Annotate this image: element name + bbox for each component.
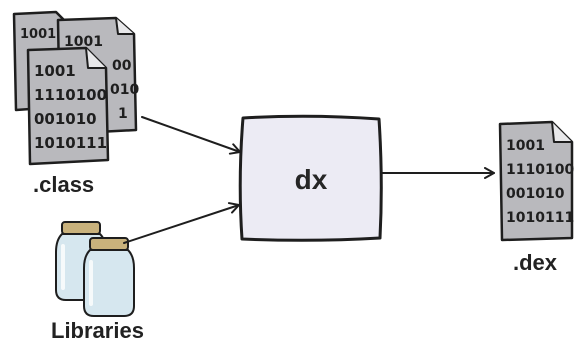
arrow-libraries-to-dx	[123, 202, 240, 244]
dex-line-3: 1010111	[506, 210, 574, 226]
class-line-0: 1001	[34, 62, 76, 80]
class-back2-line-1: 00	[112, 58, 132, 74]
class-back2-line-3: 1	[118, 106, 128, 122]
class-back2-line-2: 010	[110, 82, 139, 98]
class-back1-line-0: 1001	[20, 27, 56, 42]
dex-line-2: 001010	[506, 186, 565, 202]
dx-tool-box: dx	[238, 114, 383, 242]
libraries-label: Libraries	[51, 318, 144, 343]
library-jar-front	[83, 237, 135, 317]
class-line-2: 001010	[34, 110, 97, 128]
arrow-class-to-dx	[141, 116, 241, 155]
class-line-3: 1010111	[34, 134, 107, 152]
class-files-icon: 1001 1001 00 010 1 1001 1110100 001010 1…	[12, 10, 139, 166]
class-line-1: 1110100	[34, 86, 107, 104]
class-back2-line-0: 1001	[64, 34, 103, 50]
dex-label: .dex	[513, 250, 558, 275]
dex-line-0: 1001	[506, 138, 545, 154]
dx-label: dx	[295, 164, 328, 195]
class-label: .class	[33, 172, 95, 197]
dex-file-icon: 1001 1110100 001010 1010111	[498, 120, 574, 242]
class-file-front: 1001 1110100 001010 1010111	[26, 46, 110, 166]
libraries-icon	[55, 221, 135, 317]
dex-line-1: 1110100	[506, 162, 574, 178]
